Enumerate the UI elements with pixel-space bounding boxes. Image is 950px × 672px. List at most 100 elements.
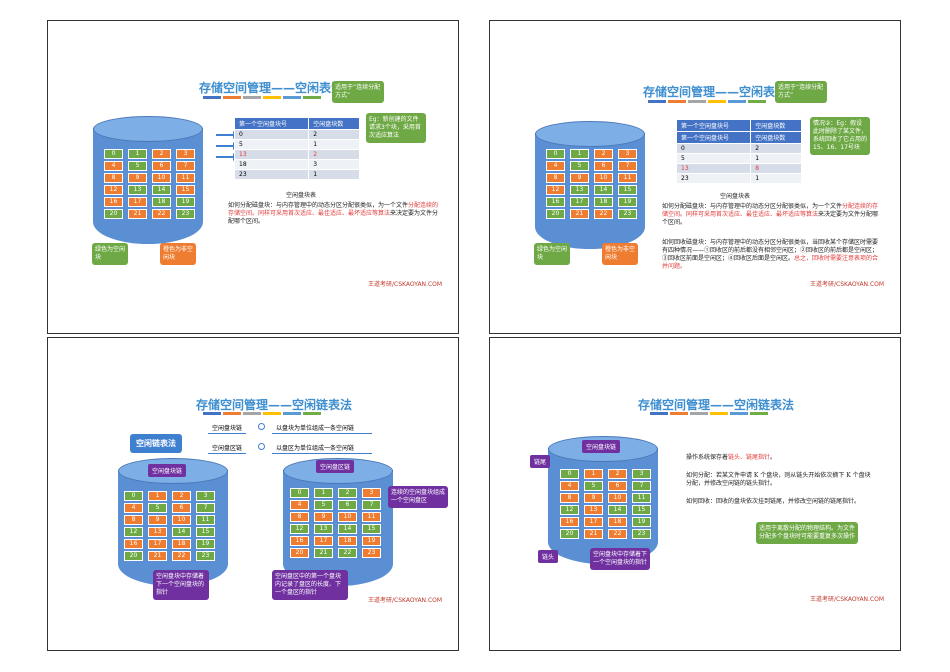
recycle-paragraph: 如何回收磁盘块：与内存管理中的动态分区分配很类似，当回收某个存储区时需要有四种情… [662, 239, 879, 270]
disk-cylinder-right [283, 458, 393, 586]
title-underline [730, 412, 748, 415]
disk-block: 6 [152, 161, 171, 171]
table-cell: 1 [308, 169, 360, 180]
disk-block: 22 [608, 529, 627, 539]
disk-block: 22 [338, 548, 357, 558]
title-underline [303, 412, 321, 415]
disk-block: 0 [290, 488, 309, 498]
table-cell: 2 [750, 143, 802, 154]
arrow-icon [216, 142, 238, 150]
disk-block: 18 [172, 539, 191, 549]
disk-block: 3 [618, 149, 637, 159]
legend-free-label: 绿色为空闲块 [534, 243, 570, 265]
title-underline [668, 100, 686, 103]
disk-block: 19 [176, 197, 195, 207]
disk-block: 22 [152, 209, 171, 219]
disk-block: 4 [104, 161, 123, 171]
disk-block: 14 [152, 185, 171, 195]
title-underline [263, 96, 281, 99]
slide-free-table-recycle: 存储空间管理——空闲表法 适用于“连续分配方式” 第一个空闲盘块号空闲盘块数 第… [489, 20, 901, 334]
disk-block: 8 [104, 173, 123, 183]
disk-block: 4 [546, 161, 565, 171]
disk-block: 20 [104, 209, 123, 219]
disk-block: 8 [124, 515, 143, 525]
disk-block: 16 [124, 539, 143, 549]
chain-head-label: 链头 [538, 550, 559, 563]
table-cell: 2 [308, 149, 360, 160]
free-area-chain-header: 空闲盘区链 [316, 460, 355, 473]
connector-dot [258, 423, 265, 430]
disk-block: 14 [594, 185, 613, 195]
disk-block: 1 [570, 149, 589, 159]
callout-applicability: 适用于离散分配的物理结构。为文件分配多个盘块时可能要重复多次操作 [756, 522, 858, 544]
footer-brand: 王道考研/CSKAOYAN.COM [810, 281, 885, 288]
legend-used-label: 橙色为非空闲块 [160, 243, 196, 265]
free-block-chain-header: 空闲盘块链 [582, 440, 621, 453]
disk-block: 19 [362, 536, 381, 546]
disk-block: 5 [128, 161, 147, 171]
disk-block: 18 [594, 197, 613, 207]
disk-block: 23 [176, 209, 195, 219]
disk-block: 1 [314, 488, 333, 498]
disk-block: 3 [362, 488, 381, 498]
disk-block: 19 [618, 197, 637, 207]
disk-block: 8 [290, 512, 309, 522]
disk-block: 0 [560, 469, 579, 479]
allocation-paragraph: 如何分配磁盘块：与内存管理中的动态分区分配很类似，为一个文件分配连续的存储空间。… [228, 202, 439, 225]
title-underline [708, 100, 726, 103]
allocation-paragraph: 如何分配：若某文件申请 K 个盘块，则从链头开始依次摘下 K 个盘块分配，并修改… [686, 472, 871, 487]
table-caption: 空闲盘块表 [286, 192, 317, 199]
disk-block: 17 [584, 517, 603, 527]
disk-block: 11 [632, 493, 651, 503]
title-underline [750, 412, 768, 415]
disk-block: 19 [632, 517, 651, 527]
slide-free-list-operations: 存储空间管理——空闲链表法 空闲盘块链 链尾 链头 操作系统保存着链头、链尾指针… [489, 337, 901, 651]
connector-dot [258, 443, 265, 450]
disk-block: 20 [560, 529, 579, 539]
disk-block: 2 [594, 149, 613, 159]
title-underline [748, 100, 766, 103]
disk-block: 17 [148, 539, 167, 549]
disk-block: 19 [196, 539, 215, 549]
slide-title: 存储空间管理——空闲链表法 [196, 398, 353, 412]
disk-block: 7 [362, 500, 381, 510]
disk-block: 2 [152, 149, 171, 159]
disk-block: 15 [618, 185, 637, 195]
disk-block: 16 [290, 536, 309, 546]
disk-block: 20 [546, 209, 565, 219]
arrow-icon [216, 131, 238, 139]
disk-block: 22 [172, 551, 191, 561]
disk-block: 13 [584, 505, 603, 515]
table-header: 空闲盘块数 [308, 117, 360, 130]
disk-block: 7 [618, 161, 637, 171]
disk-block: 23 [196, 551, 215, 561]
disk-block: 20 [124, 551, 143, 561]
table-cell: 5 [233, 139, 310, 150]
disk-block: 11 [176, 173, 195, 183]
disk-block: 17 [314, 536, 333, 546]
disk-block: 1 [128, 149, 147, 159]
disk-block: 21 [584, 529, 603, 539]
disk-block: 21 [314, 548, 333, 558]
title-underline [690, 412, 708, 415]
title-underline [263, 412, 281, 415]
disk-block: 6 [594, 161, 613, 171]
disk-block: 3 [632, 469, 651, 479]
table-cell: 13 [233, 149, 310, 160]
disk-block: 11 [196, 515, 215, 525]
table-caption: 空闲盘块表 [720, 193, 751, 200]
legend-used-label: 橙色为非空闲块 [602, 243, 638, 265]
disk-block: 13 [570, 185, 589, 195]
disk-block: 15 [362, 524, 381, 534]
slide-title: 存储空间管理——空闲链表法 [638, 398, 795, 412]
legend-free-label: 绿色为空闲块 [92, 243, 128, 265]
title-underline [688, 100, 706, 103]
disk-block: 11 [362, 512, 381, 522]
disk-block: 6 [338, 500, 357, 510]
disk-block: 10 [152, 173, 171, 183]
